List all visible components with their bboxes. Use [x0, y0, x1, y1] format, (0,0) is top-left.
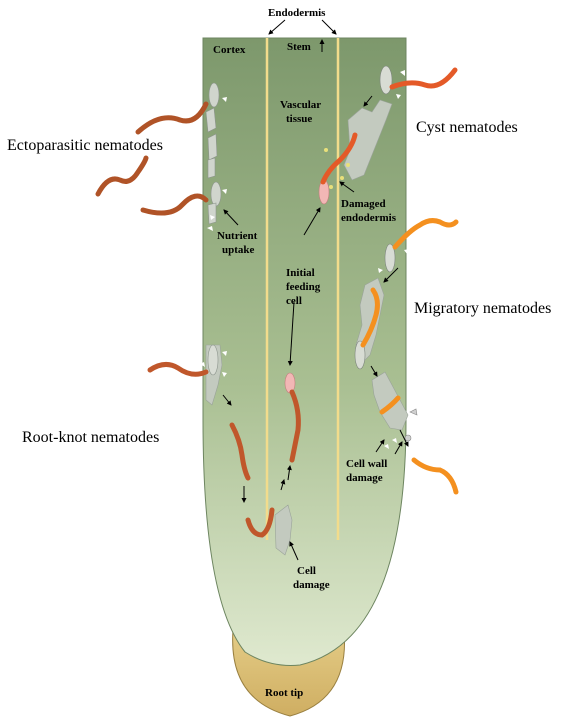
- cortex-label: Cortex: [213, 44, 246, 56]
- nutrient-uptake-label-2: uptake: [222, 244, 255, 256]
- cell-wall-damage-label-1: Cell wall: [346, 458, 387, 470]
- migratory-nematodes-label: Migratory nematodes: [414, 300, 551, 317]
- damaged-endodermis-label-1: Damaged: [341, 198, 386, 210]
- endodermis-arrow-right: [322, 20, 336, 34]
- initial-feeding-cell-label-2: feeding: [286, 281, 321, 293]
- endodermis-label: Endodermis: [268, 7, 326, 19]
- vascular-tissue-label-1: Vascular: [280, 99, 321, 111]
- cell-damage-label-2: damage: [293, 579, 330, 591]
- ectoparasitic-nematode-1: [138, 104, 206, 132]
- cell-wall-damage-label-2: damage: [346, 472, 383, 484]
- cyst-nematodes-label: Cyst nematodes: [416, 119, 518, 136]
- vascular-tissue-label-2: tissue: [286, 113, 312, 125]
- stem-label: Stem: [287, 41, 311, 53]
- ectoparasitic-nematodes: [98, 104, 206, 213]
- cell-damage-label-1: Cell: [297, 565, 316, 577]
- root-tip-label: Root tip: [265, 687, 303, 699]
- initial-feeding-cell-label-1: Initial: [286, 267, 315, 279]
- initial-feeding-cell-label-3: cell: [286, 295, 302, 307]
- nutrient-uptake-label-1: Nutrient: [217, 230, 258, 242]
- endodermis-arrow-left: [269, 20, 285, 34]
- root-knot-nematodes-label: Root-knot nematodes: [22, 429, 159, 446]
- ectoparasitic-nematode-2: [98, 158, 146, 194]
- ectoparasitic-nematodes-label: Ectoparasitic nematodes: [7, 137, 163, 154]
- migratory-nematode-4: [414, 460, 456, 492]
- root-knot-nematode-outside: [150, 364, 206, 374]
- damaged-endodermis-label-2: endodermis: [341, 212, 397, 224]
- ectoparasitic-nematode-3: [143, 196, 206, 213]
- root-knot-cells: [208, 345, 218, 375]
